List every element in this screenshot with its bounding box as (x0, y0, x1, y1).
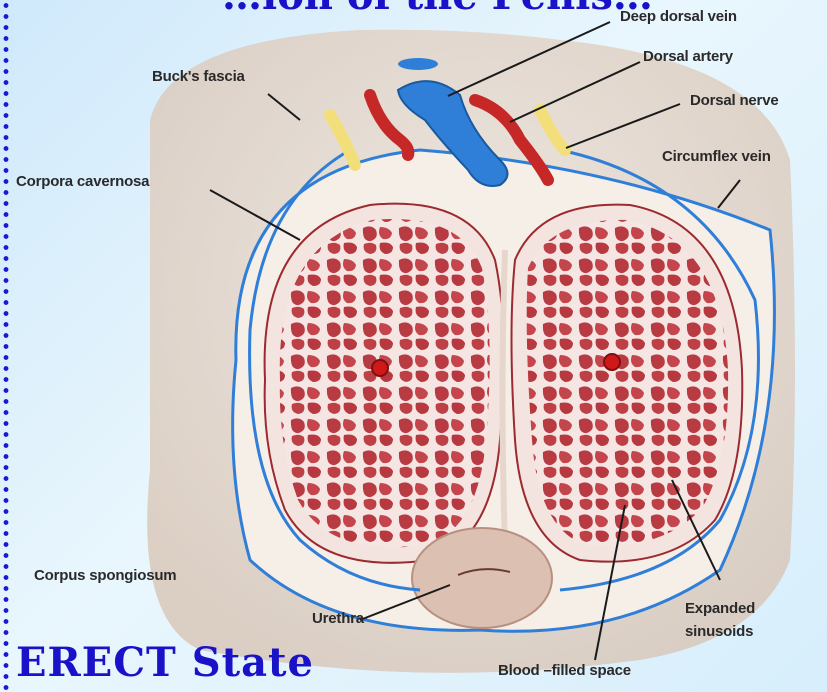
central-artery-left (372, 360, 388, 376)
label-deep-dorsal-vein: Deep dorsal vein (620, 8, 737, 25)
label-dorsal-nerve: Dorsal nerve (690, 92, 778, 109)
label-expanded-sinusoids-line2: sinusoids (685, 623, 753, 640)
label-blood-filled-space: Blood –filled space (498, 662, 631, 679)
central-artery-right (604, 354, 620, 370)
caption-erect-state: ERECT State (16, 643, 314, 683)
label-corpora-cavernosa: Corpora cavernosa (16, 173, 149, 190)
label-bucks-fascia: Buck's fascia (152, 68, 245, 85)
label-circumflex-vein: Circumflex vein (662, 148, 771, 165)
label-expanded-sinusoids-line1: Expanded (685, 600, 755, 617)
label-dorsal-artery: Dorsal artery (643, 48, 733, 65)
label-urethra: Urethra (312, 610, 364, 627)
label-corpus-spongiosum: Corpus spongiosum (34, 567, 176, 584)
corpus-spongiosum (412, 528, 552, 628)
septum (503, 250, 506, 545)
